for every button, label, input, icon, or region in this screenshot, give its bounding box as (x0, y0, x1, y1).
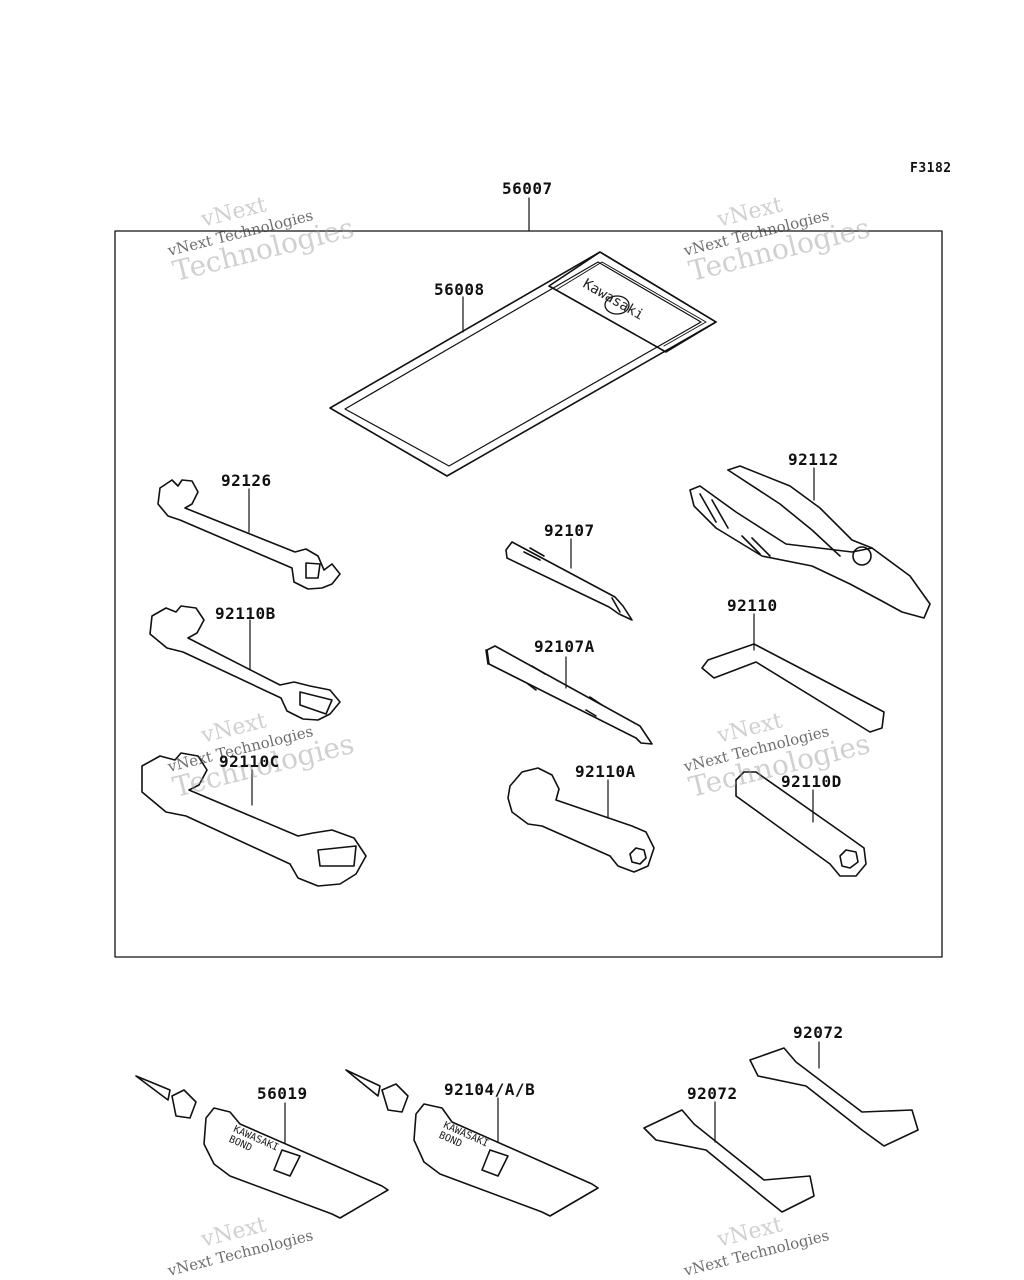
label-92107: 92107 (544, 521, 595, 540)
screwdriver-92107-drawing (505, 541, 633, 621)
pliers-92112-drawing (689, 465, 931, 619)
hex-key-92110-drawing (701, 643, 885, 733)
strap-92072-right-drawing (749, 1047, 919, 1147)
label-92110d: 92110D (781, 772, 842, 791)
figure-code: F3182 (910, 161, 952, 176)
label-92072-left: 92072 (687, 1084, 738, 1103)
label-56007: 56007 (502, 179, 553, 198)
label-92110a: 92110A (575, 762, 636, 781)
wrench-92110c-drawing (141, 752, 367, 887)
label-92072-right: 92072 (793, 1023, 844, 1042)
wrench-92110b-drawing (149, 605, 341, 721)
tool-bag-drawing (329, 251, 717, 477)
label-92112: 92112 (788, 450, 839, 469)
wrench-92126-drawing (157, 479, 341, 590)
label-56008: 56008 (434, 280, 485, 299)
label-92126: 92126 (221, 471, 272, 490)
bond-tube-92104-drawing (345, 1069, 599, 1217)
label-92104: 92104/A/B (444, 1080, 536, 1099)
bond-tube-56019-drawing (135, 1075, 389, 1219)
strap-92072-left-drawing (643, 1109, 815, 1213)
box-wrench-92110a-drawing (507, 767, 655, 873)
tool-kit-frame (114, 230, 943, 958)
label-92107a: 92107A (534, 637, 595, 656)
label-56019: 56019 (257, 1084, 308, 1103)
screwdriver-92107a-drawing (485, 645, 653, 745)
box-wrench-92110d-drawing (735, 771, 867, 877)
label-92110: 92110 (727, 596, 778, 615)
label-92110c: 92110C (219, 752, 280, 771)
label-92110b: 92110B (215, 604, 276, 623)
